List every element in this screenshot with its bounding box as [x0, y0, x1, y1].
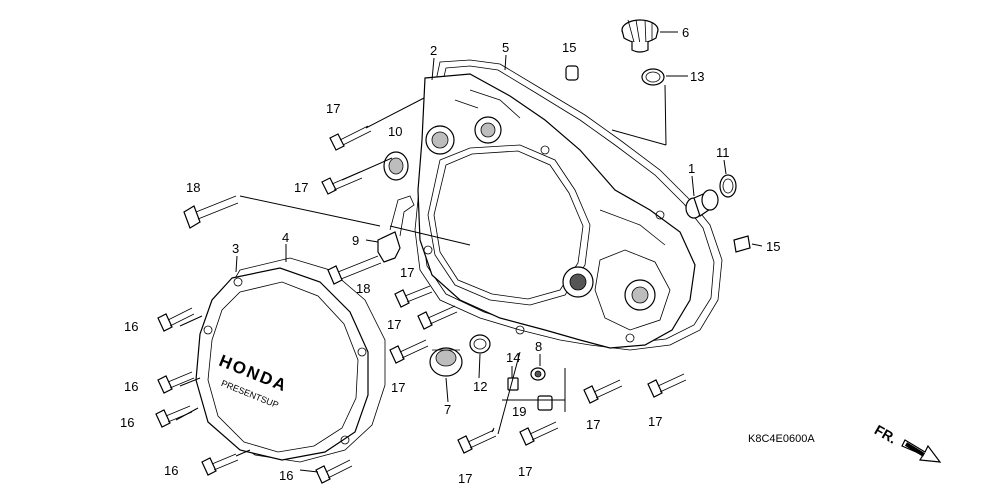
bolt-17-bottom-b: [519, 421, 559, 446]
callout-16-a: 16: [124, 319, 138, 334]
callout-1: 1: [688, 161, 695, 176]
callout-16-e: 16: [279, 468, 293, 483]
callout-19: 19: [512, 404, 526, 419]
callout-8: 8: [535, 339, 542, 354]
callout-17-bottom-b: 17: [518, 464, 532, 479]
clutch-cover: HONDA PRESENTSUP: [195, 267, 369, 461]
callout-16-d: 16: [164, 463, 178, 478]
filler-o-ring: [641, 68, 665, 86]
callout-17-mid-b: 17: [387, 317, 401, 332]
callout-labels: 2 5 15 6 13 17 10 17 18 1 11 15 9 3 4 17…: [120, 25, 780, 486]
leader-lines: [175, 31, 763, 473]
bolt-17-bottom-a: [457, 429, 497, 454]
oil-seal: [383, 151, 409, 181]
callout-15-right: 15: [766, 239, 780, 254]
callout-15-top: 15: [562, 40, 576, 55]
callout-17-d: 17: [648, 414, 662, 429]
callout-4: 4: [282, 230, 289, 245]
callout-16-c: 16: [120, 415, 134, 430]
callout-17-left: 17: [294, 180, 308, 195]
bolt-17-mid-b: [417, 305, 458, 330]
bolt-17-top: [329, 125, 372, 151]
callout-17-mid-c: 17: [391, 380, 405, 395]
bolt-17-left: [321, 171, 363, 195]
callout-17-mid: 17: [400, 265, 414, 280]
bolt-16-e: [315, 459, 353, 484]
bolt-17-mid-c: [389, 339, 429, 364]
bolt-17-mid-a: [394, 285, 433, 308]
diagram-code: K8C4E0600A: [748, 433, 815, 445]
callout-17-bottom-a: 17: [458, 471, 472, 486]
callout-17-top: 17: [326, 101, 340, 116]
callout-14: 14: [506, 350, 520, 365]
dowel-pin-right: [733, 235, 751, 253]
washer-8: [530, 367, 546, 381]
callout-7: 7: [444, 402, 451, 417]
callout-13: 13: [690, 69, 704, 84]
right-crankcase-cover: [417, 73, 696, 349]
bolt-19: [537, 395, 553, 411]
callout-11: 11: [716, 145, 730, 160]
callout-10: 10: [388, 124, 402, 139]
callout-12: 12: [473, 379, 487, 394]
bolt-18-mid: [327, 255, 382, 285]
callout-16-b: 16: [124, 379, 138, 394]
bolt-18-long: [183, 195, 239, 229]
callout-6: 6: [682, 25, 689, 40]
bolt-16-d: [201, 453, 239, 476]
callout-17-c: 17: [586, 417, 600, 432]
oil-filler-cap: [621, 19, 659, 53]
callout-9: 9: [352, 233, 359, 248]
seal-ring: [719, 174, 737, 198]
drain-cap: [429, 347, 463, 377]
bolt-16-a: [157, 307, 195, 332]
front-direction-arrow: FR.: [872, 421, 942, 463]
bolt-17-bottom-c: [583, 379, 623, 404]
fr-label: FR.: [872, 421, 900, 446]
callout-18-mid: 18: [356, 281, 370, 296]
bolt-16-b: [157, 371, 195, 394]
callout-5: 5: [502, 40, 509, 55]
drain-washer: [469, 334, 491, 354]
callout-2: 2: [430, 43, 437, 58]
dowel-pin-top: [565, 65, 579, 81]
hose-clip: [377, 195, 415, 263]
bolt-17-bottom-d: [647, 373, 687, 398]
callout-18-top: 18: [186, 180, 200, 195]
collar: [685, 189, 719, 219]
bolt-16-c: [155, 405, 193, 428]
callout-3: 3: [232, 241, 239, 256]
